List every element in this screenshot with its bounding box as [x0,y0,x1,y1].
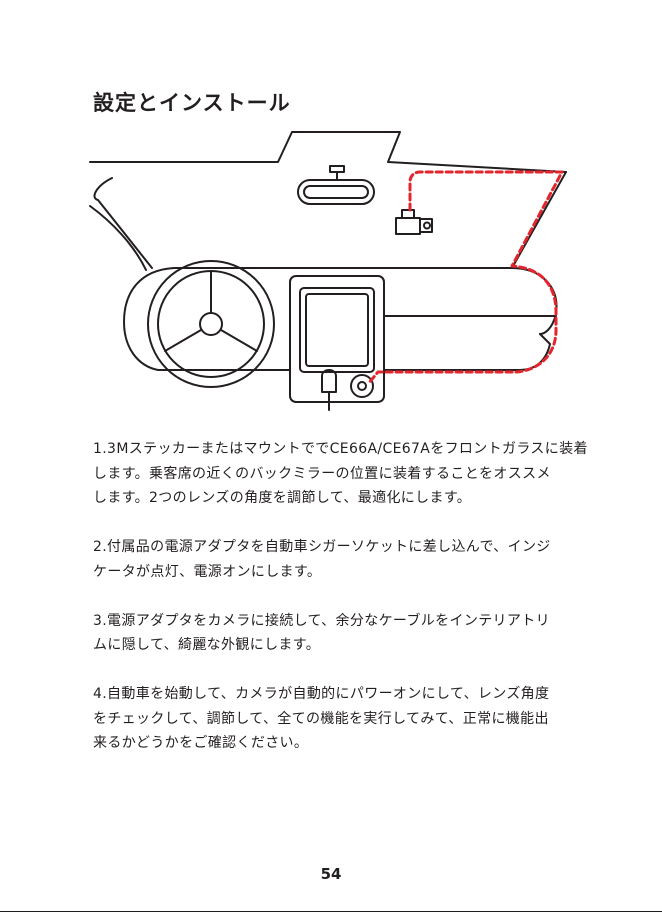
rearview-mirror-icon [297,165,375,205]
left-a-pillar [93,177,153,269]
step-1-line-1: 1.3Mステッカーまたはマウントでで​CE66A/CE67Aをフロントガラスに装… [93,441,588,457]
step-4: 4.自動車を始動して、カメラが自動的にパワーオンにして、レンズ角度 をチェックし… [93,682,623,756]
windshield-frame [89,131,567,173]
step-3-line-2: ムに隠して、綺麗な外観にします。 [93,637,321,653]
step-1: 1.3Mステッカーまたはマウントでで​CE66A/CE67Aをフロントガラスに装… [93,437,623,511]
step-2: 2.付属品の電源アダプタを自動車シガーソケットに差し込んで、インジ ケータが点灯… [93,535,623,584]
left-a-pillar-inner [89,205,147,271]
right-a-pillar [511,171,567,269]
page-number: 54 [320,865,342,883]
step-3: 3.電源アダプタをカメラに接続して、余分なケーブルをインテリアトリ ムに隠して、… [93,609,623,658]
car-interior-illustration [89,131,567,411]
dashcam-icon [395,209,433,235]
socket-icon [350,374,374,398]
dashboard-top [173,267,558,335]
steering-wheel-icon [147,260,275,388]
step-4-line-1: 4.自動車を始動して、カメラが自動的にパワーオンにして、レンズ角度 [93,686,550,702]
power-cable-route [366,170,564,386]
instrument-hood [123,267,291,371]
page-title: 設定とインストール [93,91,291,115]
instructions: 1.3Mステッカーまたはマウントでで​CE66A/CE67Aをフロントガラスに装… [93,437,623,780]
step-4-line-3: 来るかどうかをご確認ください。 [93,735,309,751]
step-2-line-1: 2.付属品の電源アダプタを自動車シガーソケットに差し込んで、インジ [93,539,551,555]
step-1-line-2: します。乗客席の近くのバックミラーの位置に装着することをオススメ [93,465,551,482]
step-1-line-3: します。2つのレンズの角度を調節して、最適化にします。 [93,490,472,506]
center-console-icon [289,275,385,403]
dashboard-line-2 [383,333,551,371]
step-2-line-2: ケータが点灯、電源オンにします。 [93,563,322,580]
step-3-line-1: 3.電源アダプタをカメラに接続して、余分なケーブルをインテリアトリ [93,612,550,629]
power-adapter-icon [321,369,337,411]
footer-rule [0,911,662,912]
step-4-line-2: をチェックして、調節して、全ての機能を実行してみて、正常に機能出 [93,710,549,727]
